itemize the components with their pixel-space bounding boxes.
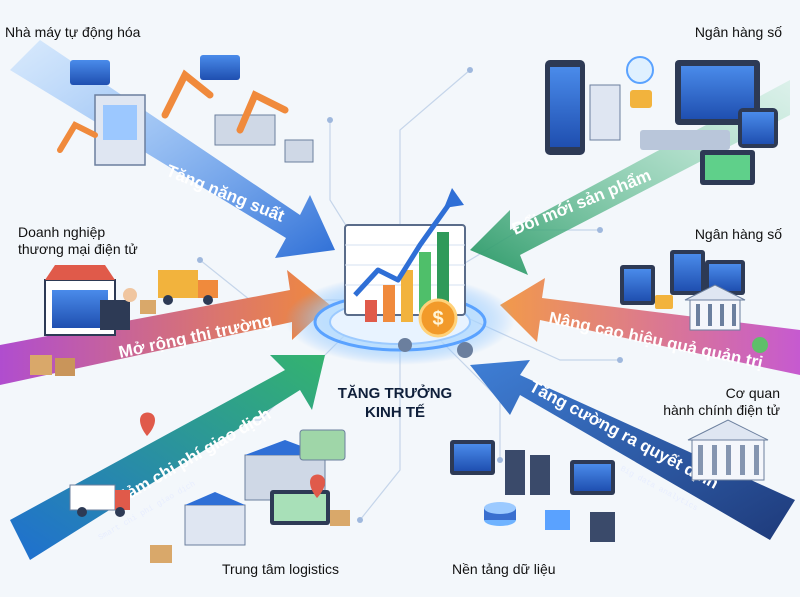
- svg-text:$: $: [432, 308, 443, 330]
- label-ecommerce-line1: Doanh nghiệp: [18, 224, 106, 240]
- gov-building-illustration: [687, 419, 769, 481]
- arrow-productivity: [10, 40, 335, 258]
- label-logistics-center: Trung tâm logistics: [222, 561, 339, 577]
- arrow-market: [0, 270, 330, 385]
- logistics-illustration: [69, 412, 350, 563]
- label-egov-line2: hành chính điện tử: [663, 402, 780, 418]
- ecommerce-illustration: [30, 265, 218, 376]
- bank-illustration-mid: [620, 250, 768, 353]
- center-title-line2: KINH TẾ: [365, 404, 425, 421]
- data-platform-illustration: [450, 440, 615, 542]
- label-data-platform: Nền tảng dữ liệu: [452, 561, 556, 577]
- gear-icon: [398, 338, 473, 358]
- bank-devices-top: [545, 56, 778, 185]
- arrow-innovation: [470, 80, 790, 275]
- label-digital-bank-top: Ngân hàng số: [694, 24, 782, 40]
- label-automated-factory: Nhà máy tự động hóa: [5, 24, 141, 40]
- coin-icon: $: [418, 298, 458, 338]
- factory-illustration: [57, 55, 314, 166]
- label-ecommerce-line2: thương mại điện tử: [18, 241, 138, 257]
- center-title-line1: TĂNG TRƯỞNG: [337, 385, 453, 402]
- center-title: TĂNG TRƯỞNG KINH TẾ: [320, 384, 470, 422]
- arrow-label-innovation: Đổi mới sản phẩm: [509, 166, 653, 239]
- label-egov-line1: Cơ quan: [725, 385, 780, 401]
- arrow-decision: [470, 360, 795, 540]
- arrow-efficiency: [500, 278, 800, 375]
- label-digital-bank-mid: Ngân hàng số: [694, 226, 782, 242]
